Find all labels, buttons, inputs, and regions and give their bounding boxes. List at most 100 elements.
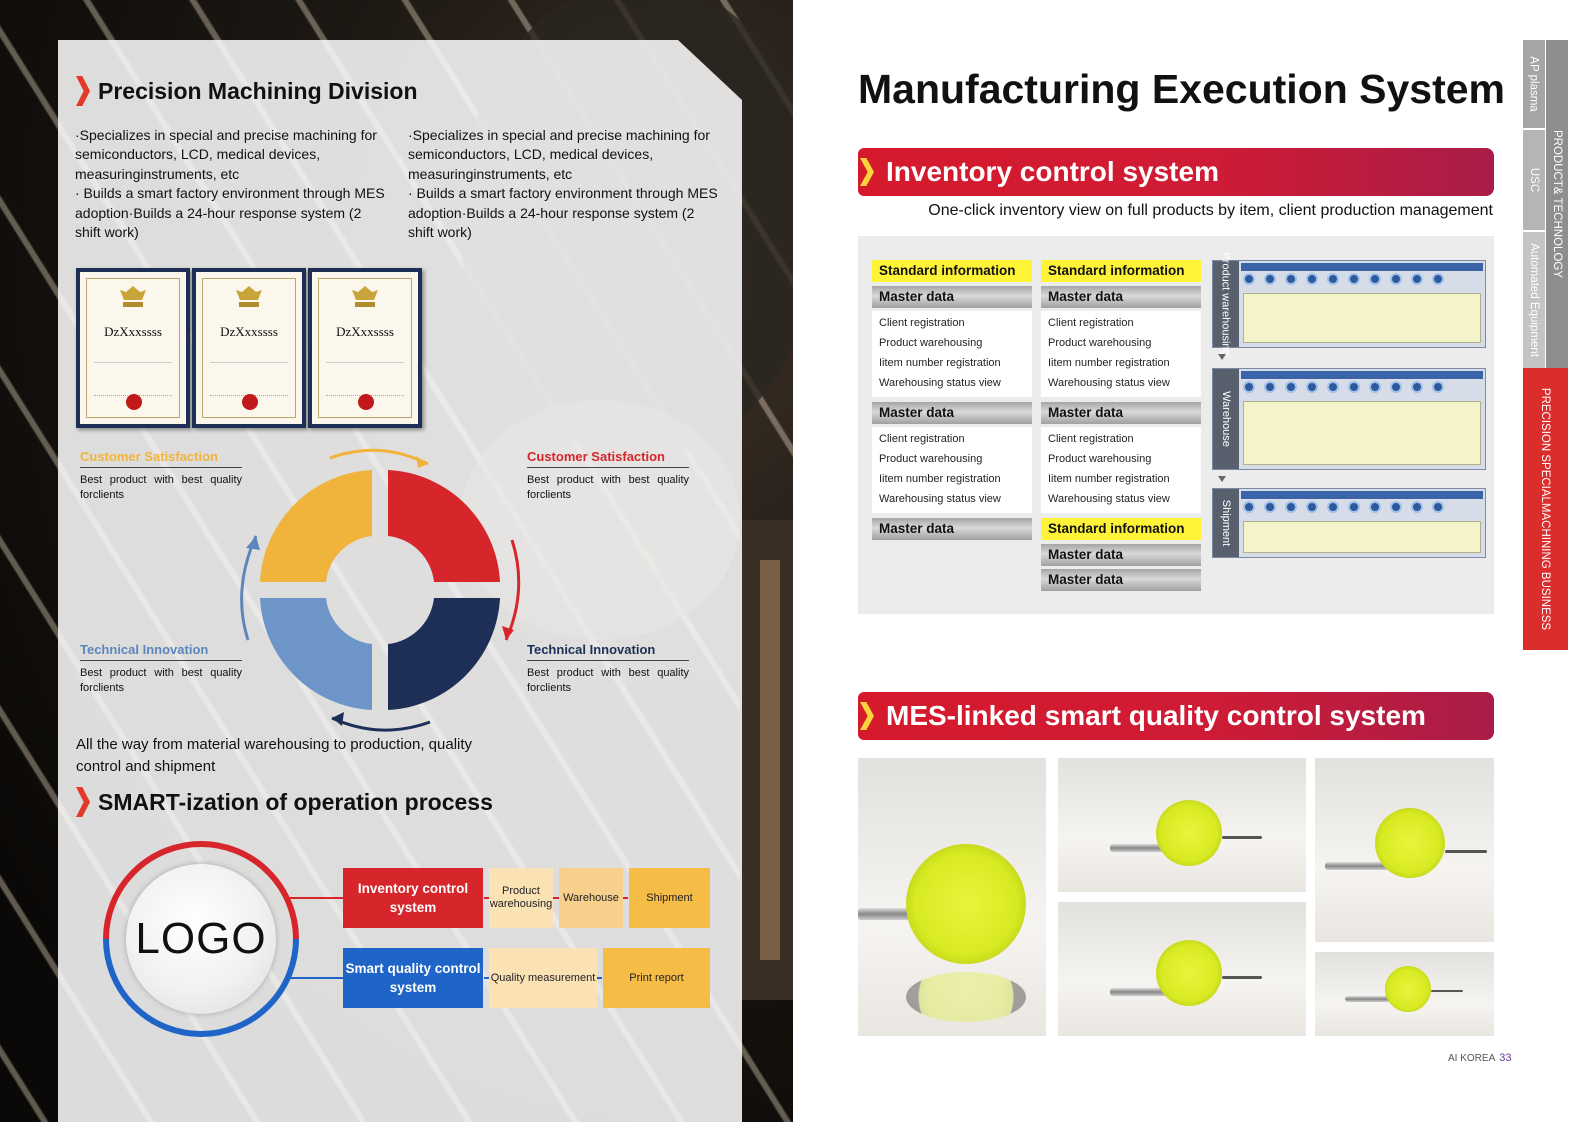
list-item: Iitem number registration xyxy=(1041,353,1201,373)
callout-title: Technical Innovation xyxy=(80,642,242,661)
gauge-photo xyxy=(1058,758,1306,892)
quality-banner: MES-linked smart quality control system xyxy=(858,692,1494,740)
screenshot-label: Shipment xyxy=(1220,499,1233,547)
gauge-photo xyxy=(1058,902,1306,1036)
list-item: Client registration xyxy=(1041,313,1201,333)
division-heading: Precision Machining Division xyxy=(76,76,418,106)
item-list: Client registration Product warehousing … xyxy=(1041,311,1201,397)
cycle-segment-innovation-right xyxy=(388,598,500,710)
standard-info-tag: Standard information xyxy=(872,260,1032,282)
page-title: Manufacturing Execution System xyxy=(858,66,1506,112)
master-data-tag: Master data xyxy=(872,286,1032,308)
intro-paragraph-2: ·Specializes in special and precise mach… xyxy=(408,127,718,241)
chevron-right-icon xyxy=(860,702,874,730)
certificate-card: DzXxxssss xyxy=(308,268,422,428)
callout-innovation-left: Technical Innovation Best product with b… xyxy=(80,642,242,696)
list-item: Client registration xyxy=(872,429,1032,449)
gauge-photo xyxy=(1315,952,1494,1036)
left-page: Precision Machining Division ·Specialize… xyxy=(0,0,793,1122)
master-data-tag: Master data xyxy=(1041,544,1201,566)
list-item: Iitem number registration xyxy=(872,469,1032,489)
chevron-right-icon xyxy=(76,76,90,106)
software-screenshots: Product warehousing Warehouse Shipment xyxy=(1212,252,1486,558)
smart-heading: SMART-ization of operation process xyxy=(76,787,493,817)
callout-text: Best product with best quality forclient… xyxy=(80,667,242,694)
master-data-tag: Master data xyxy=(1041,286,1201,308)
list-item: Product warehousing xyxy=(872,333,1032,353)
list-item: Warehousing status view xyxy=(1041,489,1201,509)
crest-icon xyxy=(352,286,378,307)
screenshot-label: Product warehousing xyxy=(1220,252,1232,356)
screenshot-panel: Warehouse xyxy=(1212,368,1486,470)
tab-label: PRODUCT& TECHNOLOGY xyxy=(1551,129,1563,279)
tab-usc[interactable]: USC xyxy=(1523,130,1545,230)
list-item: Product warehousing xyxy=(872,449,1032,469)
arrow-icon xyxy=(331,716,431,732)
certificate-name: DzXxxssss xyxy=(220,324,278,339)
tab-label: PRECISION SPECIALMACHINING BUSINESS xyxy=(1539,387,1552,631)
callout-title: Customer Satisfaction xyxy=(80,449,242,468)
flow-step: Shipment xyxy=(629,868,710,928)
cycle-segment-customer-right xyxy=(388,470,500,582)
flow-step: Product warehousing xyxy=(489,868,553,928)
tab-ap-plasma[interactable]: AP plasma xyxy=(1523,40,1545,128)
arrow-icon xyxy=(504,539,521,641)
arrow-down-icon xyxy=(1218,476,1226,482)
callout-customer-left: Customer Satisfaction Best product with … xyxy=(80,449,242,503)
cycle-segment-innovation-left xyxy=(260,598,372,710)
list-item: Warehousing status view xyxy=(872,489,1032,509)
cycle-segment-customer-left xyxy=(260,470,372,582)
tab-precision-special-machining[interactable]: PRECISION SPECIALMACHINING BUSINESS xyxy=(1523,368,1568,650)
seal-icon xyxy=(358,394,374,410)
list-item: Client registration xyxy=(1041,429,1201,449)
banner-subtitle: One-click inventory view on full product… xyxy=(928,202,1493,219)
master-data-tag: Master data xyxy=(1041,569,1201,591)
certificate-card: DzXxxssss xyxy=(192,268,306,428)
banner-title: MES-linked smart quality control system xyxy=(886,700,1426,731)
right-page: Manufacturing Execution System Inventory… xyxy=(793,0,1586,1122)
certificate-name: DzXxxssss xyxy=(336,324,394,339)
callout-title: Technical Innovation xyxy=(527,642,689,661)
arrow-icon xyxy=(329,448,429,466)
summary-text: All the way from material warehousing to… xyxy=(76,736,473,775)
master-data-tag: Master data xyxy=(872,402,1032,424)
gauge-photo xyxy=(1315,758,1494,942)
logo-badge: LOGO xyxy=(106,844,296,1034)
arrow-down-icon xyxy=(1218,354,1226,360)
callout-text: Best product with best quality forclient… xyxy=(80,474,242,501)
intro-paragraph-1: ·Specializes in special and precise mach… xyxy=(75,127,385,241)
value-cycle-diagram xyxy=(240,448,521,732)
gauge-photo-grid xyxy=(858,758,1494,1036)
item-list: Client registration Product warehousing … xyxy=(872,427,1032,513)
certificate-card: DzXxxssss xyxy=(76,268,190,428)
crest-icon xyxy=(236,286,262,307)
data-column-2: Standard information Master data Client … xyxy=(1041,260,1201,594)
tab-product-technology[interactable]: PRODUCT& TECHNOLOGY xyxy=(1546,40,1568,368)
page-number: 33 xyxy=(1499,1052,1512,1064)
callout-text: Best product with best quality forclient… xyxy=(527,667,689,694)
crest-icon xyxy=(120,286,146,307)
certificate-name: DzXxxssss xyxy=(104,324,162,339)
section-tabs: AP plasma USC Automated Equipment PRODUC… xyxy=(1523,40,1586,650)
master-data-tag: Master data xyxy=(1041,402,1201,424)
operation-flow: LOGO Inventory control system Product wa… xyxy=(100,838,720,1038)
folio-brand: AI KOREA xyxy=(1448,1053,1496,1064)
arrow-icon xyxy=(240,535,258,641)
quality-control-box: Smart quality control system xyxy=(343,948,483,1008)
list-item: Iitem number registration xyxy=(1041,469,1201,489)
tab-automated-equipment[interactable]: Automated Equipment xyxy=(1523,232,1545,368)
callout-text: Best product with best quality forclient… xyxy=(527,474,689,501)
list-item: Product warehousing xyxy=(1041,333,1201,353)
seal-icon xyxy=(126,394,142,410)
list-item: Warehousing status view xyxy=(1041,373,1201,393)
screenshot-label: Warehouse xyxy=(1220,391,1232,447)
flow-step: Warehouse xyxy=(559,868,623,928)
inventory-control-box: Inventory control system xyxy=(343,868,483,928)
callout-innovation-right: Technical Innovation Best product with b… xyxy=(527,642,689,696)
item-list: Client registration Product warehousing … xyxy=(872,311,1032,397)
screenshot-panel: Product warehousing xyxy=(1212,252,1486,356)
flow-step: Print report xyxy=(603,948,710,1008)
seal-icon xyxy=(242,394,258,410)
chevron-right-icon xyxy=(860,158,874,186)
banner-title: Inventory control system xyxy=(886,156,1219,187)
